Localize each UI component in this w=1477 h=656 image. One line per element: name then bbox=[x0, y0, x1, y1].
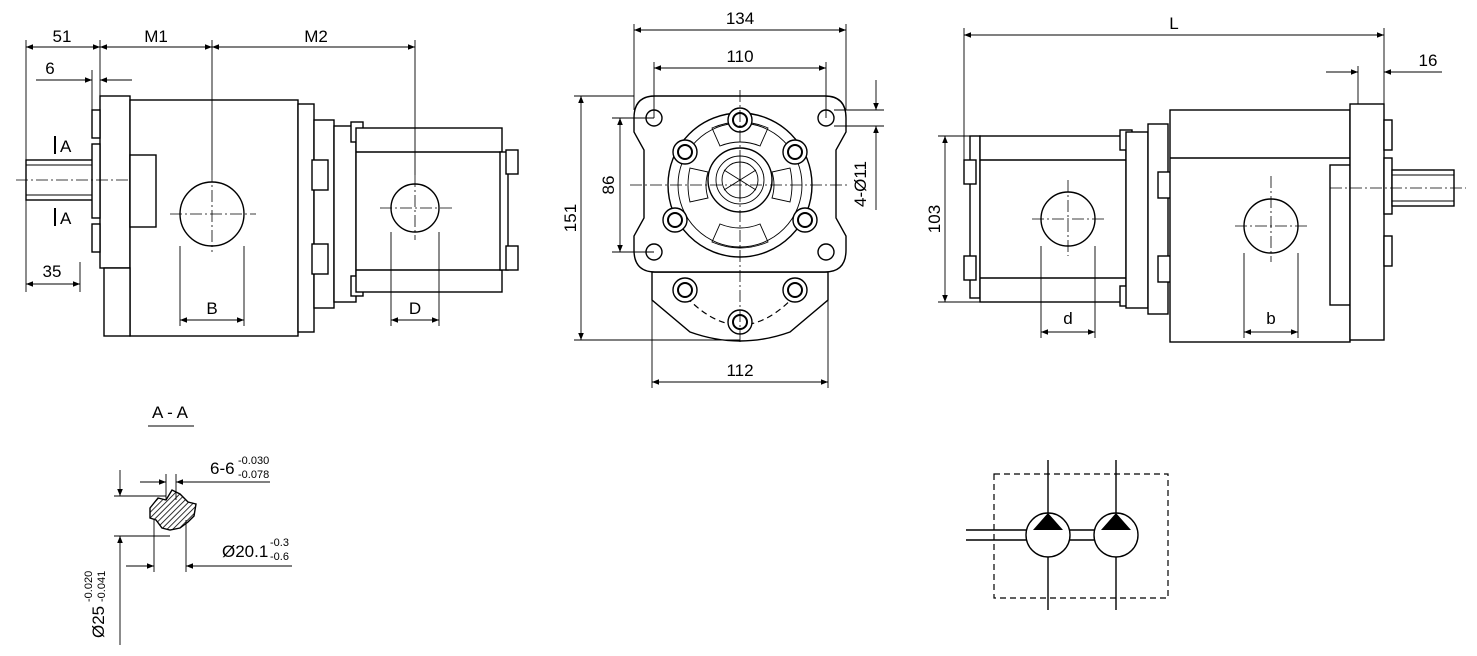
dim-l: L bbox=[1169, 14, 1178, 33]
minor-diameter-upper: -0.3 bbox=[270, 537, 289, 549]
dim-holes: 4-Ø11 bbox=[851, 161, 870, 207]
major-diameter-nominal: Ø25 bbox=[89, 606, 108, 638]
key-tolerance-nominal: 6-6 bbox=[210, 459, 235, 478]
section-a-a: A - A 6-6 -0.030 -0.078 Ø20.1 -0.3 -0.6 … bbox=[83, 403, 292, 645]
key-tolerance-upper: -0.030 bbox=[238, 455, 269, 467]
side-view-left bbox=[16, 95, 519, 337]
dim-m2: M2 bbox=[304, 27, 328, 46]
dim-134: 134 bbox=[726, 9, 754, 28]
dim-b-upper: B bbox=[206, 299, 217, 318]
dim-6: 6 bbox=[45, 59, 54, 78]
section-mark-top: A bbox=[60, 137, 72, 156]
dim-103: 103 bbox=[925, 205, 944, 233]
dim-d-lower: d bbox=[1063, 309, 1072, 328]
dim-86: 86 bbox=[599, 176, 618, 195]
key-tolerance-lower: -0.078 bbox=[238, 469, 269, 481]
side-view-right bbox=[963, 103, 1466, 343]
side-view-left-dimensions: 51 M1 M2 6 A A 35 B D bbox=[25, 27, 440, 326]
dim-16: 16 bbox=[1419, 51, 1438, 70]
dim-151: 151 bbox=[561, 204, 580, 232]
dim-m1: M1 bbox=[144, 27, 168, 46]
pump-1-arrow-icon bbox=[1033, 513, 1063, 530]
major-diameter-lower: -0.041 bbox=[96, 571, 108, 602]
hydraulic-symbol bbox=[966, 460, 1169, 610]
bolt-heads bbox=[662, 107, 818, 335]
side-view-right-dimensions: L 16 103 d b bbox=[925, 14, 1442, 338]
dim-51: 51 bbox=[53, 27, 72, 46]
dim-110: 110 bbox=[726, 47, 753, 66]
dim-d-upper: D bbox=[409, 299, 421, 318]
front-view bbox=[630, 90, 850, 345]
section-mark-bottom: A bbox=[60, 209, 72, 228]
dim-112: 112 bbox=[726, 361, 753, 380]
dim-b-lower: b bbox=[1266, 309, 1275, 328]
minor-diameter-lower: -0.6 bbox=[270, 551, 289, 563]
front-view-dimensions: 134 110 151 86 4-Ø11 112 bbox=[561, 9, 884, 388]
minor-diameter-nominal: Ø20.1 bbox=[222, 542, 268, 561]
section-title: A - A bbox=[152, 403, 189, 422]
dim-35: 35 bbox=[43, 262, 62, 281]
pump-2-arrow-icon bbox=[1101, 513, 1131, 530]
major-diameter-upper: -0.020 bbox=[83, 571, 95, 602]
